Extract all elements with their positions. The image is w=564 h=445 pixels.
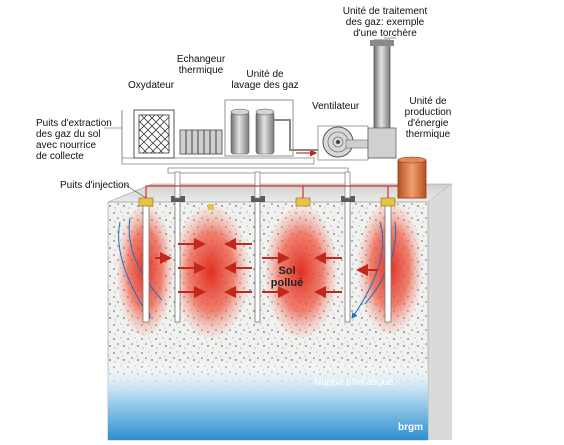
polluted-soil-label: Sol pollué	[270, 265, 304, 289]
heat-exchanger-unit	[179, 129, 223, 155]
thermal-unit-label: Unité de production d'énergie thermique	[404, 96, 452, 140]
fan-unit	[317, 125, 369, 161]
extraction-wells-label: Puits d'extraction des gaz du sol avec n…	[36, 118, 112, 162]
wells	[142, 195, 392, 323]
gas-wash-unit	[224, 99, 320, 157]
fan-label: Ventilateur	[312, 101, 360, 112]
thermal-energy-unit	[397, 156, 427, 199]
treatment-unit-label: Unité de traitement des gaz: exemple d'u…	[342, 6, 428, 39]
gas-wash-label: Unité de lavage des gaz	[231, 69, 299, 91]
flare-treatment-unit	[367, 39, 397, 159]
water-table-label: Nappe phréatique	[314, 377, 394, 388]
gas-collection-pipes	[121, 110, 351, 199]
injection-wells-label: Puits d'injection	[60, 180, 130, 191]
water-table-zone	[108, 364, 428, 440]
brgm-logo: brgm	[398, 422, 423, 433]
heat-flow-arrows	[155, 238, 378, 298]
heat-exchanger-label: Echangeur thermique	[176, 54, 226, 76]
oxidizer-label: Oxydateur	[128, 80, 175, 91]
oxidizer-unit	[133, 109, 175, 159]
leader-lines	[104, 37, 396, 199]
